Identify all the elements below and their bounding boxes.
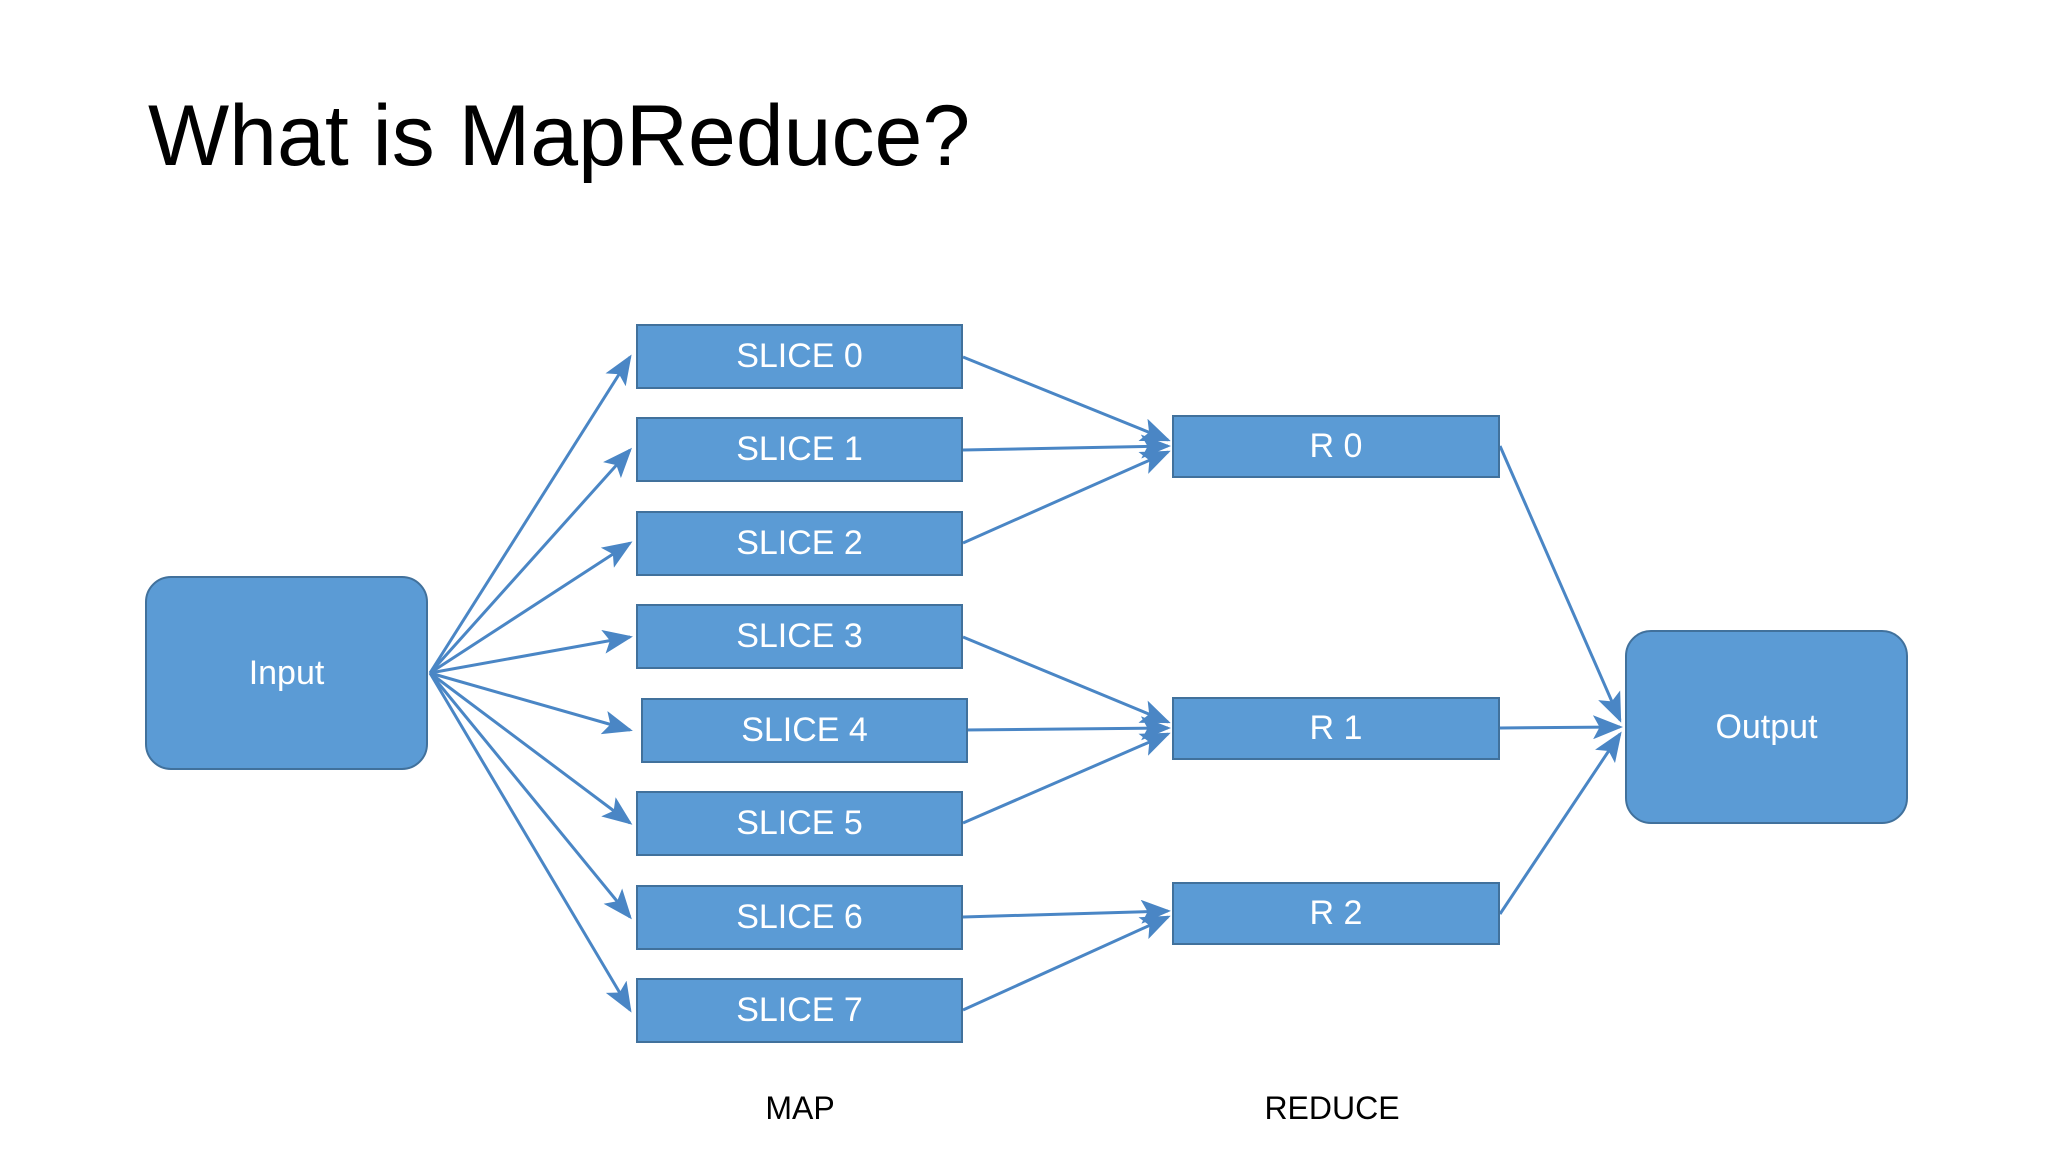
slice-node-label: SLICE 7 (736, 991, 863, 1029)
slice-node-label: SLICE 4 (741, 711, 868, 749)
slice-node-label: SLICE 5 (736, 804, 863, 842)
slice-node-5[interactable]: SLICE 5 (636, 791, 963, 856)
output-node[interactable]: Output (1625, 630, 1908, 824)
slice-node-4[interactable]: SLICE 4 (641, 698, 968, 763)
input-to-slices-arrows (428, 354, 633, 1013)
input-node-label: Input (248, 653, 325, 692)
page-title: What is MapReduce? (148, 88, 971, 184)
reducer-node-label: R 0 (1309, 427, 1363, 465)
slice-node-2[interactable]: SLICE 2 (636, 511, 963, 576)
slice-node-0[interactable]: SLICE 0 (636, 324, 963, 389)
reducer-node-0[interactable]: R 0 (1172, 415, 1500, 478)
slice-node-label: SLICE 0 (736, 337, 863, 375)
slice-node-label: SLICE 2 (736, 524, 863, 562)
slice-node-label: SLICE 1 (736, 430, 863, 468)
reducer-node-label: R 2 (1309, 894, 1363, 932)
reduce-stage-label: REDUCE (1264, 1090, 1400, 1126)
slices-to-reducers-arrows (962, 355, 1171, 1012)
reducer-node-1[interactable]: R 1 (1172, 697, 1500, 760)
slice-node-6[interactable]: SLICE 6 (636, 885, 963, 950)
slice-node-3[interactable]: SLICE 3 (636, 604, 963, 669)
map-stage-label: MAP (765, 1090, 835, 1126)
output-node-label: Output (1715, 707, 1818, 746)
slice-node-label: SLICE 3 (736, 617, 863, 655)
slice-node-7[interactable]: SLICE 7 (636, 978, 963, 1043)
slice-node-1[interactable]: SLICE 1 (636, 417, 963, 482)
reducer-node-label: R 1 (1309, 709, 1363, 747)
reducers-to-output-arrows (1498, 445, 1623, 915)
reducer-node-2[interactable]: R 2 (1172, 882, 1500, 945)
slice-node-label: SLICE 6 (736, 898, 863, 936)
input-node[interactable]: Input (145, 576, 428, 770)
